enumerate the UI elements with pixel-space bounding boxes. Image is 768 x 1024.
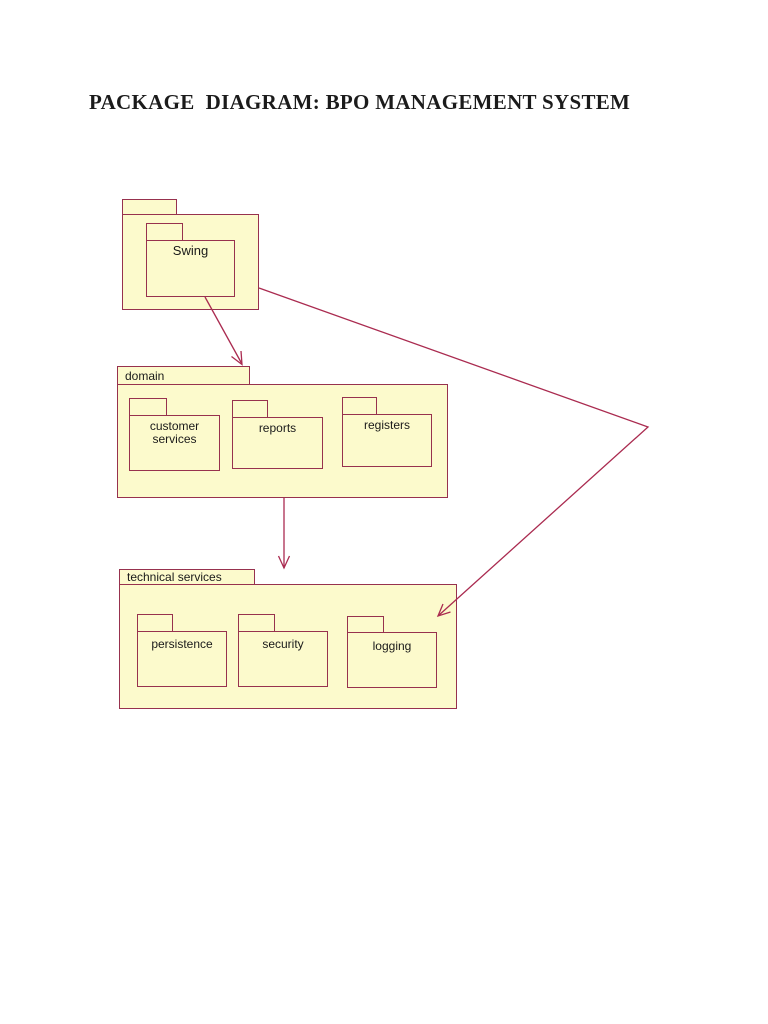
package-technical-services-tab: technical services (119, 569, 255, 584)
package-persistence-label: persistence (151, 637, 213, 651)
package-swing-body: Swing (146, 240, 235, 297)
package-logging-label: logging (372, 639, 412, 653)
package-technical-services-label: technical services (127, 570, 222, 584)
package-persistence-tab (137, 614, 173, 631)
package-logging-tab (347, 616, 384, 632)
package-reports-body: reports (232, 417, 323, 469)
package-domain-tab: domain (117, 366, 250, 384)
package-security-tab (238, 614, 275, 631)
package-registers-label: registers (363, 418, 410, 432)
package-outer-tab (122, 199, 177, 214)
dependency-domain-to-technical-services (277, 498, 291, 570)
package-registers-tab (342, 397, 377, 414)
package-logging-body: logging (347, 632, 437, 688)
package-customer-services-body: customer services (129, 415, 220, 471)
package-reports-label: reports (258, 421, 297, 435)
package-customer-services-tab (129, 398, 167, 415)
package-domain-label: domain (125, 368, 165, 383)
package-swing-label: Swing (172, 243, 209, 258)
package-registers-body: registers (342, 414, 432, 467)
package-security-body: security (238, 631, 328, 687)
package-customer-services-label: customer services (149, 419, 200, 446)
package-persistence-body: persistence (137, 631, 227, 687)
package-swing-tab (146, 223, 183, 240)
package-security-label: security (262, 637, 304, 651)
page-title: PACKAGE DIAGRAM: BPO MANAGEMENT SYSTEM (89, 90, 631, 114)
package-reports-tab (232, 400, 268, 417)
